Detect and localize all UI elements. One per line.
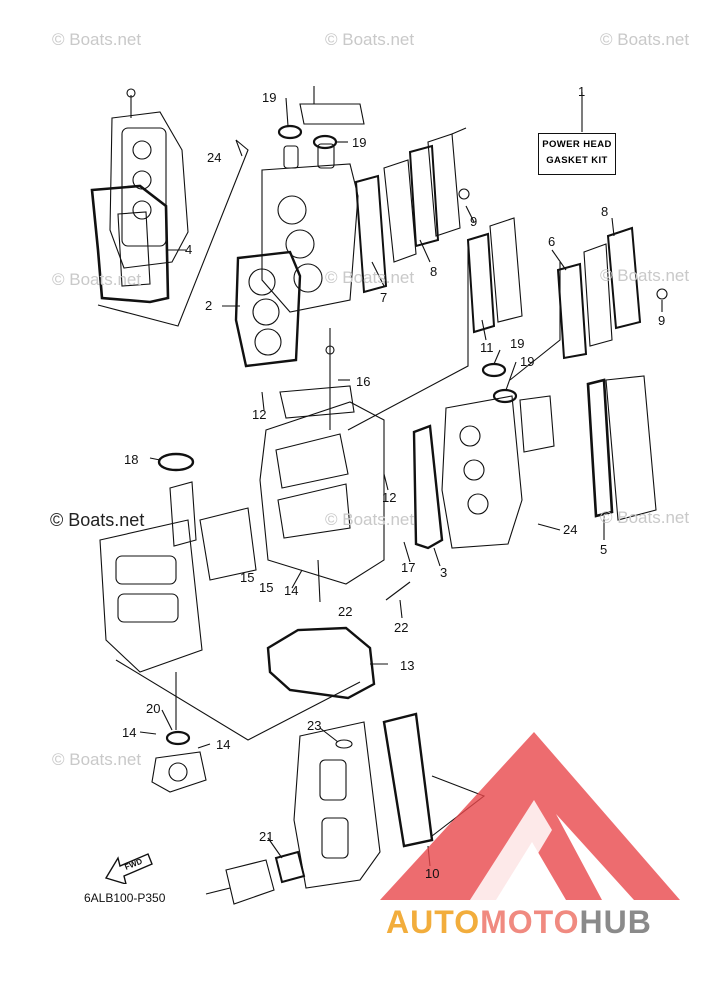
kit-label-line2: GASKET KIT <box>546 155 608 166</box>
cylinder-head-left <box>109 88 189 269</box>
callout-number: 13 <box>400 658 415 673</box>
watermark: © Boats.net <box>52 270 142 289</box>
watermark: © Boats.net <box>52 750 142 769</box>
cylinder-head-center <box>261 86 365 313</box>
callout-number: 12 <box>252 407 267 422</box>
callout-number: 5 <box>600 542 608 557</box>
gasket-5 <box>586 378 614 518</box>
brand-text: AUTOMOTOHUB <box>386 904 652 941</box>
callout-number: 14 <box>216 737 231 752</box>
gasket-2 <box>234 250 302 368</box>
callout-number: 16 <box>356 374 371 389</box>
kit-label-line1: POWER HEAD <box>542 139 612 150</box>
watermark: © Boats.net <box>325 510 415 529</box>
callout-number: 1 <box>578 84 586 99</box>
brand-part-auto: AUTO <box>386 904 481 940</box>
callout-number: 10 <box>425 866 440 881</box>
callout-number: 11 <box>480 340 494 355</box>
callout-number: 8 <box>430 264 438 279</box>
cylinder-head-right <box>441 395 555 549</box>
callout-number: 24 <box>207 150 222 165</box>
callout-number: 14 <box>122 725 137 740</box>
callout-number: 15 <box>240 570 255 585</box>
watermark: © Boats.net <box>600 266 690 285</box>
callout-number: 22 <box>338 604 353 619</box>
watermark-strong: © Boats.net <box>50 510 145 530</box>
watermark: © Boats.net <box>325 30 415 49</box>
callout-number: 3 <box>440 565 448 580</box>
watermark: © Boats.net <box>600 30 690 49</box>
callout-number: 2 <box>205 298 213 313</box>
brand-part-hub: HUB <box>579 904 652 940</box>
fwd-arrow-icon: FWD <box>104 848 154 889</box>
callout-number: 14 <box>284 583 299 598</box>
callout-number: 20 <box>146 701 161 716</box>
brand-logo <box>380 732 680 900</box>
callout-number: 19 <box>510 336 525 351</box>
callout-number: 9 <box>470 214 478 229</box>
gasket-4 <box>90 184 186 304</box>
gasket-3 <box>412 424 444 550</box>
housing-20 <box>151 730 207 793</box>
callout-number: 24 <box>563 522 578 537</box>
callout-number: 19 <box>520 354 535 369</box>
cylinder-block <box>259 328 385 585</box>
covers-7-8 <box>354 127 467 294</box>
callout-number: 12 <box>382 490 397 505</box>
watermark: © Boats.net <box>52 30 142 49</box>
callout-number: 22 <box>394 620 409 635</box>
callout-number: 6 <box>548 234 556 249</box>
callout-number: 7 <box>380 290 388 305</box>
callout-number: 19 <box>352 135 367 150</box>
callout-number: 18 <box>124 452 139 467</box>
callout-number: 19 <box>262 90 277 105</box>
gasket-13 <box>266 626 376 700</box>
callout-number: 17 <box>401 560 416 575</box>
callout-number: 21 <box>259 829 274 844</box>
callout-number: 8 <box>601 204 609 219</box>
callout-number: 23 <box>307 718 322 733</box>
lower-housing <box>293 721 381 889</box>
diagram-code: 6ALB100-P350 <box>84 891 166 905</box>
watermark: © Boats.net <box>325 268 415 287</box>
crankcase <box>99 481 257 673</box>
gasket-kit-label: POWER HEAD GASKET KIT <box>538 133 616 175</box>
gasket-10 <box>382 712 434 848</box>
callout-number: 9 <box>658 313 666 328</box>
covers-right <box>458 188 668 360</box>
brand-part-moto: MOTO <box>480 904 580 940</box>
callout-number: 4 <box>185 242 193 257</box>
callout-number: 15 <box>259 580 274 595</box>
watermark: © Boats.net <box>600 508 690 527</box>
